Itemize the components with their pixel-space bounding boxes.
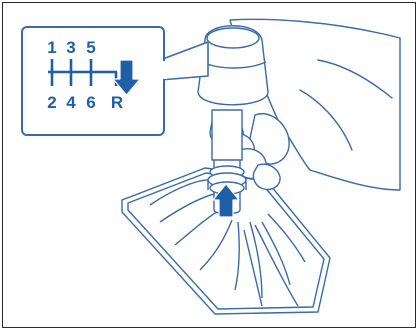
gear-label-top-2: 3 — [66, 38, 75, 57]
gear-label-bottom-3: 6 — [86, 93, 95, 112]
gear-label-top-1: 1 — [47, 38, 56, 57]
gear-label-bottom-2: 4 — [66, 93, 76, 112]
callout-pointer — [160, 42, 208, 80]
gear-label-bottom-1: 2 — [47, 93, 56, 112]
gear-label-top-3: 5 — [86, 38, 95, 57]
gear-label-bottom-4: R — [111, 93, 123, 112]
